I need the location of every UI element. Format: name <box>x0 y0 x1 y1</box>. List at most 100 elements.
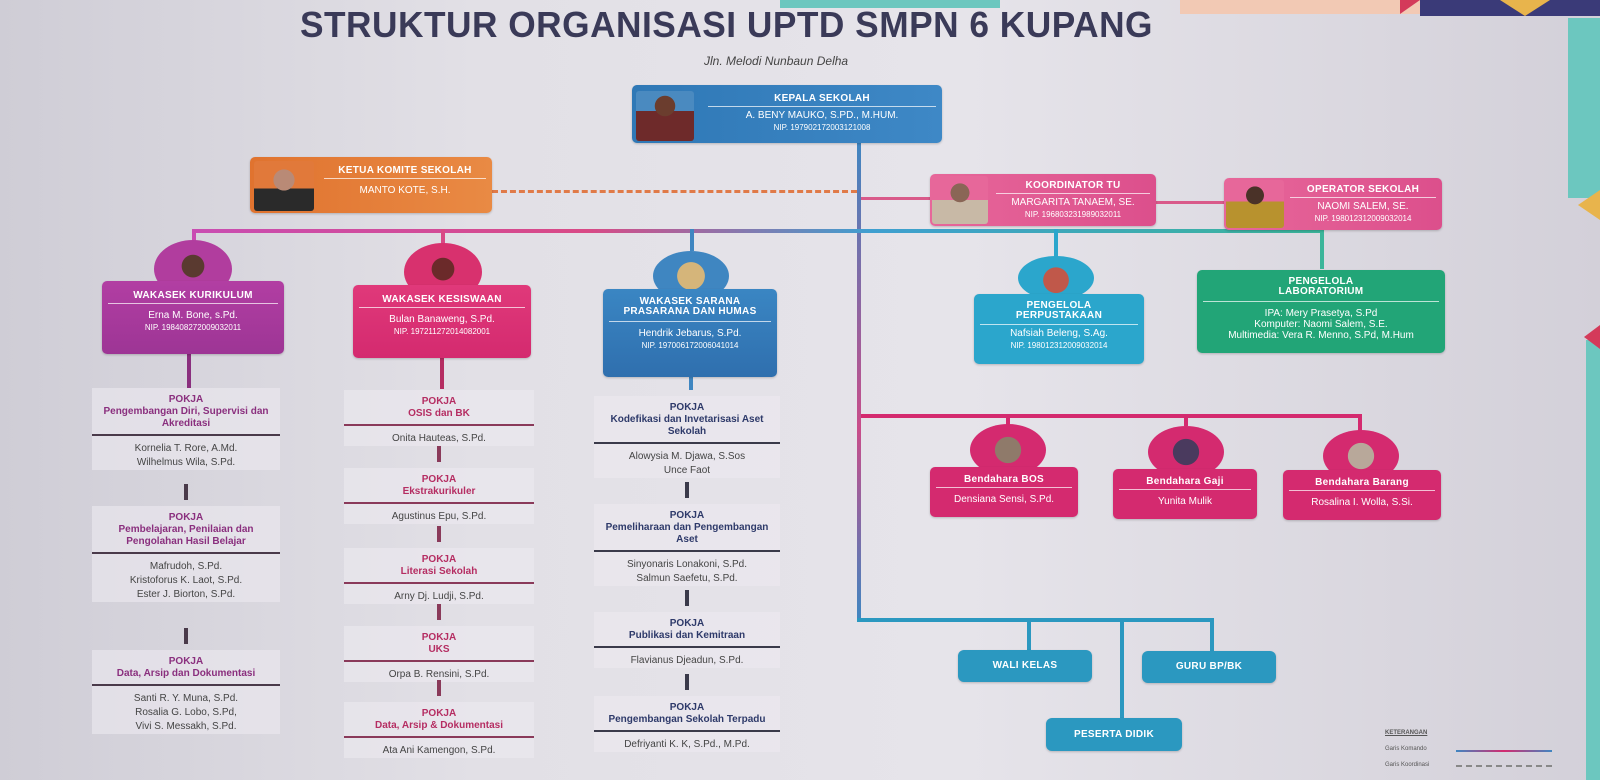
pokja-heading: POKJA <box>168 512 204 523</box>
deco-top-yellow <box>1500 0 1550 16</box>
divider <box>996 193 1150 194</box>
perpustakaan-role: PENGELOLA PERPUSTAKAAN <box>1015 300 1103 321</box>
pokja-divider <box>594 730 780 732</box>
legend-command-label: Garis Komando <box>1385 746 1427 752</box>
line-sarpras-down <box>689 376 693 390</box>
sarpras-role: WAKASEK SARANA PRASARANA DAN HUMAS <box>623 296 757 317</box>
coordination-line-tu <box>861 197 931 200</box>
line-drop-wali-kelas <box>1027 618 1031 650</box>
bendahara-bos-box[interactable]: Bendahara BOS Densiana Sensi, S.Pd. <box>930 467 1078 517</box>
pokja-title: Data, Arsip & Dokumentasi <box>375 720 503 731</box>
komite-role: KETUA KOMITE SEKOLAH <box>338 165 472 176</box>
legend-title: KETERANGAN <box>1385 730 1428 736</box>
poster-address: Jln. Melodi Nunbaun Delha <box>704 54 849 68</box>
wakasek-kesiswaan-box[interactable]: WAKASEK KESISWAAN Bulan Banaweng, S.Pd. … <box>353 285 531 358</box>
pokja-title: Kodefikasi dan Invetarisasi Aset Sekolah <box>610 414 764 437</box>
bos-name: Densiana Sensi, S.Pd. <box>953 494 1055 505</box>
pokja-heading: POKJA <box>669 702 705 713</box>
pokja-connector <box>437 526 441 542</box>
pokja-title: Pengembangan Sekolah Terpadu <box>608 714 766 725</box>
pokja-divider <box>344 502 534 504</box>
kurikulum-name: Erna M. Bone, s.Pd. <box>148 310 238 321</box>
divider <box>609 321 771 322</box>
wali-kelas-box[interactable]: WALI KELAS <box>958 650 1092 682</box>
pokja-connector <box>437 446 441 462</box>
kesiswaan-role: WAKASEK KESISWAAN <box>382 294 502 305</box>
wali-kelas-label: WALI KELAS <box>992 660 1058 671</box>
divider <box>708 106 936 107</box>
kepala-sekolah-box[interactable]: KEPALA SEKOLAH A. BENY MAUKO, S.PD., M.H… <box>632 85 942 143</box>
divider <box>1119 489 1251 490</box>
operator-name: NAOMI SALEM, SE. <box>1317 201 1409 212</box>
operator-sekolah-box[interactable]: OPERATOR SEKOLAH NAOMI SALEM, SE. NIP. 1… <box>1224 178 1442 230</box>
pengelola-perpustakaan-box[interactable]: PENGELOLA PERPUSTAKAAN Nafsiah Beleng, S… <box>974 294 1144 364</box>
guru-bk-box[interactable]: GURU BP/BK <box>1142 651 1276 683</box>
pokja-connector <box>184 628 188 644</box>
deco-right-yellow <box>1578 190 1600 220</box>
peserta-didik-box[interactable]: PESERTA DIDIK <box>1046 718 1182 751</box>
pokja-member: Defriyanti K. K, S.Pd., M.Pd. <box>624 739 750 750</box>
pokja-member: Mafrudoh, S.Pd. <box>149 561 223 572</box>
wakasek-sarpras-box[interactable]: WAKASEK SARANA PRASARANA DAN HUMAS Hendr… <box>603 289 777 377</box>
divider <box>1290 197 1436 198</box>
legend-coordination-line <box>1456 765 1552 767</box>
coordination-line-komite <box>492 190 857 193</box>
pokja-divider <box>594 646 780 648</box>
pokja-member: Alowysia M. Djawa, S.Sos <box>628 451 746 462</box>
pokja-member: Rosalia G. Lobo, S.Pd, <box>135 707 237 718</box>
bendahara-barang-box[interactable]: Bendahara Barang Rosalina I. Wolla, S.Si… <box>1283 470 1441 520</box>
pokja-title: OSIS dan BK <box>408 408 470 419</box>
deco-top-red <box>1400 0 1420 14</box>
pokja-title: UKS <box>428 644 450 655</box>
command-line-bottom-horizontal <box>857 618 1213 622</box>
pokja-divider <box>92 434 280 436</box>
divider <box>1203 301 1439 302</box>
pokja-connector <box>437 680 441 696</box>
pokja-divider <box>594 550 780 552</box>
line-drop-laboratorium <box>1320 229 1324 269</box>
pokja-title: Publikasi dan Kemitraan <box>628 630 746 641</box>
pokja-title: Pembelajaran, Penilaian dan Pengolahan H… <box>118 524 254 547</box>
legend-coordination-label: Garis Koordinasi <box>1385 762 1430 768</box>
deco-top-teal <box>780 0 1000 8</box>
pokja-title: Ekstrakurikuler <box>402 486 476 497</box>
pokja-divider <box>594 442 780 444</box>
koordinator-tu-box[interactable]: KOORDINATOR TU MARGARITA TANAEM, SE. NIP… <box>930 174 1156 226</box>
bendahara-gaji-box[interactable]: Bendahara Gaji Yunita Mulik <box>1113 469 1257 519</box>
kesiswaan-nip: NIP. 197211272014082001 <box>393 327 491 336</box>
bos-role: Bendahara BOS <box>963 474 1045 485</box>
pengelola-laboratorium-box[interactable]: PENGELOLA LABORATORIUM IPA: Mery Prasety… <box>1197 270 1445 353</box>
wakasek-kurikulum-box[interactable]: WAKASEK KURIKULUM Erna M. Bone, s.Pd. NI… <box>102 281 284 354</box>
ketua-komite-box[interactable]: KETUA KOMITE SEKOLAH MANTO KOTE, S.H. <box>250 157 492 213</box>
pokja-member: Onita Hauteas, S.Pd. <box>392 433 486 444</box>
kepala-role: KEPALA SEKOLAH <box>774 93 870 104</box>
pokja-divider <box>344 660 534 662</box>
line-drop-peserta-didik <box>1120 618 1124 718</box>
pokja-member: Ester J. Biorton, S.Pd. <box>136 589 236 600</box>
pokja-title: Literasi Sekolah <box>400 566 478 577</box>
gaji-role: Bendahara Gaji <box>1146 476 1224 487</box>
lab-ipa: IPA: Mery Prasetya, S.Pd <box>1264 308 1378 319</box>
pokja-heading: POKJA <box>421 708 457 719</box>
pokja-member: Kristoforus K. Laot, S.Pd. <box>129 575 243 586</box>
pokja-heading: POKJA <box>421 554 457 565</box>
pokja-heading: POKJA <box>669 618 705 629</box>
pokja-connector <box>685 590 689 606</box>
tu-name: MARGARITA TANAEM, SE. <box>1011 197 1135 208</box>
pokja-heading: POKJA <box>421 474 457 485</box>
peserta-didik-label: PESERTA DIDIK <box>1073 729 1155 740</box>
line-drop-guru-bk <box>1210 618 1214 652</box>
line-drop-perpustakaan <box>1054 229 1058 257</box>
